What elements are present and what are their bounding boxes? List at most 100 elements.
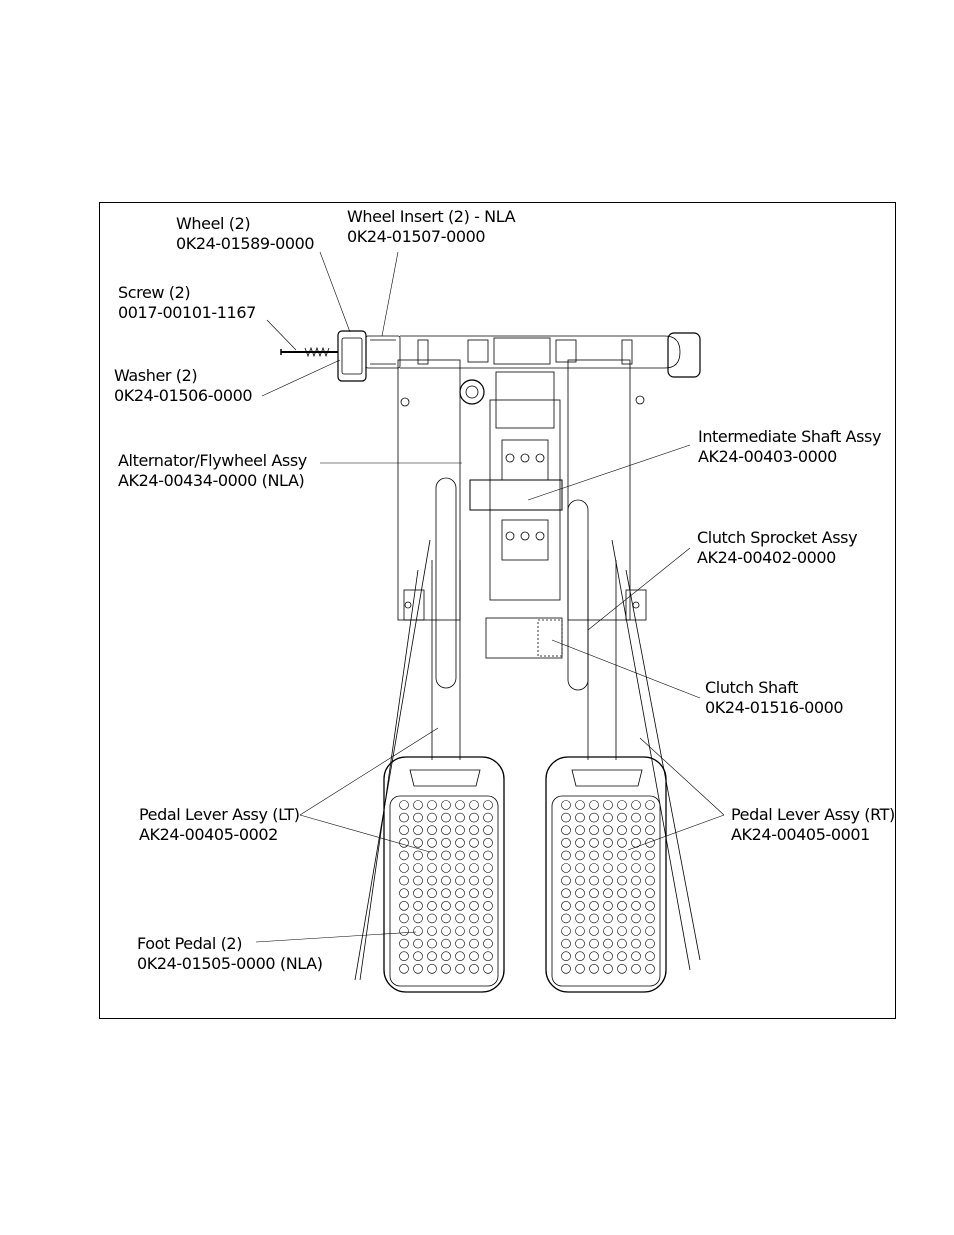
- tread-hole: [441, 837, 451, 848]
- callout-wheel-part: 0K24-01589-0000: [176, 234, 315, 253]
- tread-hole: [455, 875, 465, 886]
- callout-clutch-shaft: Clutch Shaft 0K24-01516-0000: [705, 678, 844, 718]
- tread-hole: [427, 963, 437, 974]
- tread-hole: [631, 863, 641, 873]
- tread-hole: [561, 800, 571, 810]
- foot-pedal-left: [383, 756, 505, 993]
- tread-hole: [427, 900, 437, 911]
- tread-hole: [483, 938, 493, 949]
- tread-hole: [589, 900, 599, 911]
- tread-hole: [561, 938, 571, 949]
- tread-hole: [589, 926, 599, 936]
- tread-hole: [631, 913, 641, 924]
- tread-hole: [603, 800, 613, 810]
- callout-pedal-lever-lt-name: Pedal Lever Assy (LT): [139, 805, 300, 824]
- tread-hole: [427, 863, 437, 873]
- callout-intermediate-shaft-name: Intermediate Shaft Assy: [698, 427, 882, 446]
- screw: [280, 346, 338, 358]
- tread-hole: [645, 875, 655, 886]
- tread-hole: [399, 888, 409, 899]
- callout-alternator-part: AK24-00434-0000 (NLA): [118, 471, 305, 490]
- tread-hole: [413, 875, 423, 886]
- callout-pedal-lever-lt: Pedal Lever Assy (LT) AK24-00405-0002: [139, 805, 300, 845]
- tread-hole: [399, 900, 409, 911]
- tread-hole: [469, 888, 479, 899]
- tread-hole: [469, 825, 479, 836]
- tread-hole: [575, 951, 585, 962]
- tread-hole: [575, 863, 585, 873]
- tread-hole: [617, 875, 627, 886]
- callout-wheel-name: Wheel (2): [176, 214, 251, 233]
- tread-hole: [399, 812, 409, 823]
- callout-wheel-insert-name: Wheel Insert (2) - NLA: [347, 207, 516, 226]
- tread-hole: [399, 938, 409, 949]
- tread-hole: [589, 850, 599, 861]
- tread-hole: [413, 938, 423, 949]
- tread-hole: [427, 913, 437, 924]
- tread-hole: [631, 850, 641, 861]
- tread-hole: [603, 812, 613, 823]
- tread-hole: [399, 863, 409, 873]
- tread-hole: [645, 850, 655, 861]
- tread-hole: [617, 850, 627, 861]
- tread-hole: [483, 951, 493, 962]
- tread-hole: [483, 963, 493, 974]
- tread-hole: [603, 850, 613, 861]
- tread-hole: [617, 913, 627, 924]
- tread-hole: [455, 837, 465, 848]
- tread-hole: [469, 800, 479, 810]
- tread-hole: [589, 863, 599, 873]
- callout-screw-part: 0017-00101-1167: [118, 303, 256, 322]
- tread-hole: [645, 900, 655, 911]
- tread-hole: [645, 800, 655, 810]
- tread-hole: [575, 900, 585, 911]
- tread-hole: [441, 863, 451, 873]
- callout-clutch-shaft-part: 0K24-01516-0000: [705, 698, 844, 717]
- tread-hole: [589, 888, 599, 899]
- tread-hole: [575, 913, 585, 924]
- tread-hole: [469, 863, 479, 873]
- callout-foot-pedal-part: 0K24-01505-0000 (NLA): [137, 954, 323, 973]
- tread-hole: [455, 850, 465, 861]
- tread-hole: [441, 938, 451, 949]
- tread-hole: [441, 963, 451, 974]
- tread-hole: [483, 913, 493, 924]
- tread-hole: [589, 812, 599, 823]
- tread-hole: [589, 963, 599, 974]
- tread-hole: [575, 837, 585, 848]
- tread-hole: [603, 875, 613, 886]
- tread-hole: [455, 926, 465, 936]
- callout-washer: Washer (2) 0K24-01506-0000: [114, 366, 253, 406]
- tread-hole: [575, 825, 585, 836]
- tread-hole: [645, 863, 655, 873]
- tread-hole: [441, 900, 451, 911]
- callout-alternator-name: Alternator/Flywheel Assy: [118, 451, 307, 470]
- tread-hole: [469, 837, 479, 848]
- tread-hole: [427, 951, 437, 962]
- tread-hole: [427, 926, 437, 936]
- tread-hole: [413, 951, 423, 962]
- tread-hole: [427, 938, 437, 949]
- tread-hole: [631, 812, 641, 823]
- tread-hole: [589, 913, 599, 924]
- tread-hole: [427, 800, 437, 810]
- tread-hole: [603, 825, 613, 836]
- callout-washer-name: Washer (2): [114, 366, 198, 385]
- tread-hole: [603, 938, 613, 949]
- tread-hole: [455, 888, 465, 899]
- tread-hole: [603, 963, 613, 974]
- diagram-frame: [99, 202, 896, 1019]
- tread-hole: [399, 825, 409, 836]
- tread-hole: [427, 850, 437, 861]
- tread-hole: [413, 913, 423, 924]
- tread-hole: [483, 850, 493, 861]
- callout-wheel-insert: Wheel Insert (2) - NLA 0K24-01507-0000: [347, 207, 516, 247]
- tread-hole: [617, 938, 627, 949]
- tread-hole: [413, 850, 423, 861]
- tread-hole: [441, 875, 451, 886]
- tread-hole: [399, 913, 409, 924]
- tread-hole: [483, 837, 493, 848]
- tread-hole: [589, 875, 599, 886]
- tread-hole: [399, 926, 409, 936]
- tread-hole: [427, 875, 437, 886]
